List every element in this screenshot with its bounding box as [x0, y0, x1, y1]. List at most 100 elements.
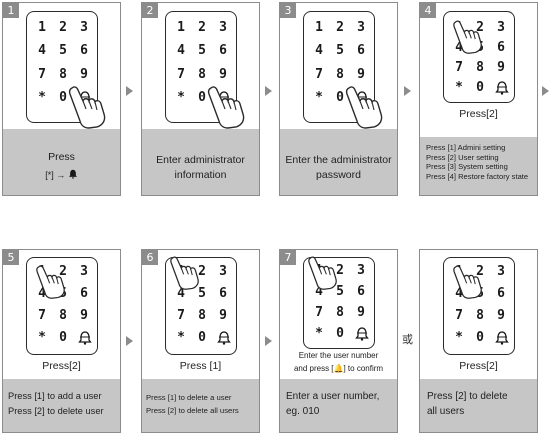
instruction-box: Press [1] to add a user Press [2] to del…	[3, 379, 120, 432]
key-star: *	[455, 80, 463, 95]
instruction-line: Press [2] to delete user	[8, 406, 104, 416]
key-6: 6	[80, 286, 88, 301]
key-star: *	[177, 90, 185, 105]
key-4: 4	[455, 40, 463, 55]
menu-item: Press [2] User setting	[426, 152, 499, 162]
step-6-panel: 6 1 2 3 4 5 6 7 8 9 * 0 Press [1] Press …	[141, 249, 260, 433]
key-0: 0	[476, 330, 484, 345]
key-1: 1	[315, 20, 323, 35]
instruction-line: Press [2] to delete	[427, 391, 508, 402]
key-0: 0	[476, 80, 484, 95]
key-star: *	[315, 326, 323, 341]
step-number: 4	[420, 3, 436, 18]
key-2: 2	[336, 263, 344, 278]
step-caption: Press [1]	[179, 360, 222, 372]
key-0: 0	[336, 90, 344, 105]
key-9: 9	[497, 308, 505, 323]
pointing-hand-icon	[170, 256, 199, 290]
step-number: 1	[3, 3, 19, 18]
key-3: 3	[497, 264, 505, 279]
key-7: 7	[315, 67, 323, 82]
key-7: 7	[455, 60, 463, 75]
key-7: 7	[177, 308, 185, 323]
step-caption: Press[2]	[42, 360, 81, 372]
menu-item: Press [3] System setting	[426, 162, 508, 172]
key-6: 6	[497, 40, 505, 55]
key-3: 3	[219, 20, 227, 35]
bell-icon	[217, 331, 231, 345]
triangle-right-icon	[126, 336, 133, 346]
key-5: 5	[336, 284, 344, 299]
key-9: 9	[357, 67, 365, 82]
step-number: 3	[280, 3, 296, 18]
triangle-right-icon	[126, 86, 133, 96]
or-label: 或	[402, 333, 413, 346]
key-5: 5	[198, 43, 206, 58]
key-9: 9	[80, 308, 88, 323]
key-0: 0	[198, 330, 206, 345]
step-2-panel: 2 1 2 3 4 5 6 7 8 9 * 0 Enter administra…	[141, 2, 260, 196]
step-8-panel: 1 2 3 4 5 6 7 8 9 * 0 Press[2] Press [2]…	[419, 249, 538, 433]
key-4: 4	[38, 286, 46, 301]
step-3-panel: 3 1 2 3 4 5 6 7 8 9 * 0 Enter the admini…	[279, 2, 398, 196]
key-4: 4	[315, 284, 323, 299]
key-8: 8	[198, 67, 206, 82]
key-8: 8	[336, 67, 344, 82]
instruction-line: Press [1] to add a user	[8, 391, 102, 401]
key-4: 4	[315, 43, 323, 58]
instruction-box: Enter a user number, eg. 010	[280, 379, 397, 432]
key-5: 5	[59, 43, 67, 58]
pointing-hand-icon	[453, 265, 482, 299]
key-3: 3	[80, 20, 88, 35]
bell-icon	[355, 327, 369, 341]
key-0: 0	[198, 90, 206, 105]
instruction-box: Enter administrator information	[142, 129, 259, 195]
instruction-line: Press	[48, 151, 75, 163]
key-9: 9	[219, 67, 227, 82]
key-4: 4	[38, 43, 46, 58]
key-6: 6	[80, 43, 88, 58]
instruction-box: Enter the administrator password	[280, 129, 397, 195]
key-9: 9	[219, 308, 227, 323]
key-5: 5	[336, 43, 344, 58]
key-6: 6	[357, 284, 365, 299]
key-1: 1	[38, 20, 46, 35]
key-9: 9	[497, 60, 505, 75]
keypad: 1 2 3 4 5 6 7 8 9 * 0	[26, 11, 98, 123]
instruction-line: eg. 010	[286, 406, 320, 417]
key-0: 0	[59, 330, 67, 345]
key-3: 3	[357, 20, 365, 35]
bell-icon	[495, 81, 509, 95]
instruction-box: Press [2] to delete all users	[420, 379, 537, 432]
key-7: 7	[38, 67, 46, 82]
pointing-hand-icon	[345, 86, 383, 129]
menu-list-box: Press [1] Admini setting Press [2] User …	[420, 137, 537, 195]
key-5: 5	[198, 286, 206, 301]
key-star: *	[455, 330, 463, 345]
key-6: 6	[219, 43, 227, 58]
pointing-hand-icon	[207, 86, 245, 129]
key-8: 8	[59, 308, 67, 323]
star-key-ref: [*] →	[45, 170, 68, 180]
step-7-panel: 7 1 2 3 4 5 6 7 8 9 * 0 Enter the user n…	[279, 249, 398, 433]
key-2: 2	[59, 20, 67, 35]
instruction-line: password	[316, 169, 361, 181]
instruction-line: Enter a user number,	[286, 391, 380, 402]
key-0: 0	[336, 326, 344, 341]
pointing-hand-icon	[68, 86, 106, 129]
instruction-box: Press [*] →	[3, 129, 120, 195]
step-caption: and press [🔔] to confirm	[293, 364, 384, 373]
bell-icon	[78, 331, 92, 345]
key-star: *	[315, 90, 323, 105]
step-caption: Press[2]	[459, 108, 498, 120]
step-number: 7	[280, 250, 296, 265]
triangle-right-icon	[265, 336, 272, 346]
instruction-line: all users	[427, 406, 465, 417]
key-6: 6	[219, 286, 227, 301]
step-1-panel: 1 1 2 3 4 5 6 7 8 9 * 0 Press [*] →	[2, 2, 121, 196]
key-7: 7	[177, 67, 185, 82]
step-caption: Enter the user number	[298, 351, 379, 360]
key-7: 7	[455, 308, 463, 323]
instruction-line: Enter administrator	[156, 154, 245, 166]
key-9: 9	[357, 305, 365, 320]
